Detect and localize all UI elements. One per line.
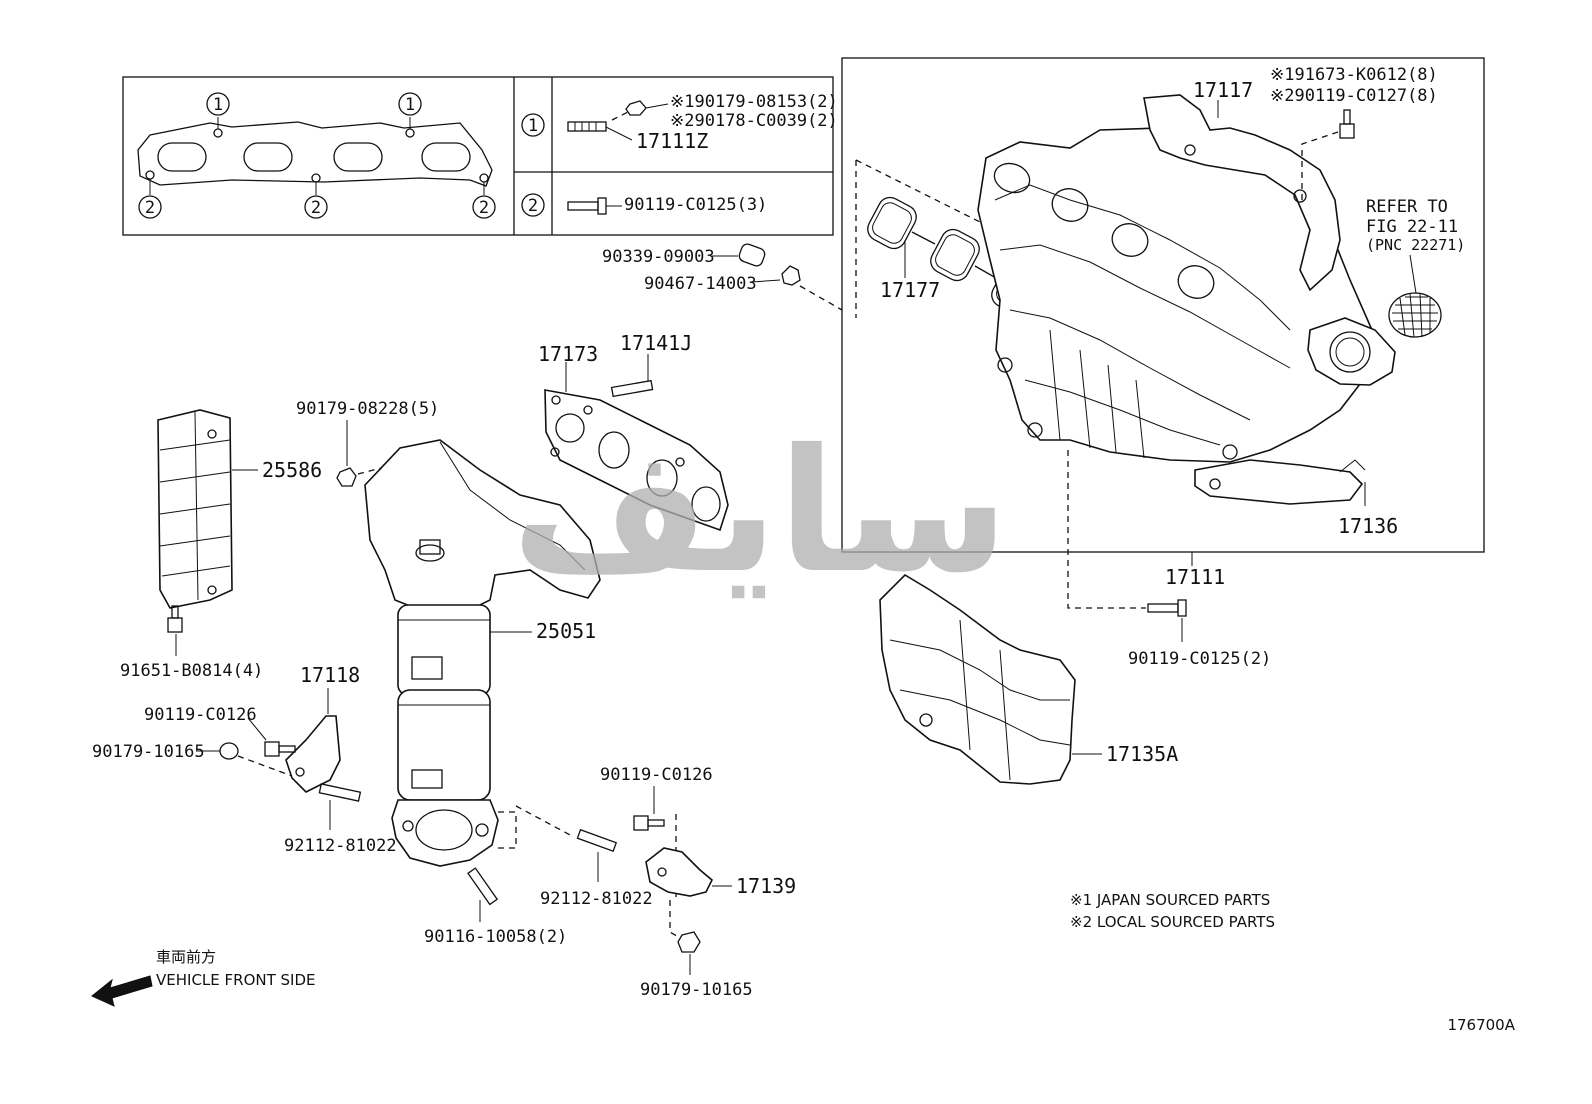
- callout-circle-2-c: 2: [472, 195, 496, 219]
- label-17117: 17117: [1193, 78, 1253, 102]
- stud-90116-icon: [467, 867, 499, 906]
- inset-row-1-circle: 1: [521, 113, 545, 137]
- nut-90179-08228-icon: [336, 467, 357, 487]
- label-17111z: 17111Z: [636, 129, 708, 153]
- label-90119-c0127: ※290119-C0127(8): [1270, 86, 1438, 106]
- inset-row-2-circle: 2: [521, 193, 545, 217]
- nut-90179-10165-right-icon: [677, 931, 701, 953]
- throttle-flange: [1307, 317, 1396, 386]
- label-90116-10058: 90116-10058(2): [424, 927, 567, 947]
- label-92112-81022-left: 92112-81022: [284, 836, 397, 856]
- direction-label-jp: 車両前方: [156, 948, 216, 966]
- svg-text:1: 1: [213, 95, 223, 115]
- label-17177: 17177: [880, 278, 940, 302]
- watermark-logo: سايف: [511, 413, 1008, 611]
- label-17173: 17173: [538, 342, 598, 366]
- label-92112-81022-right: 92112-81022: [540, 889, 653, 909]
- gasket-outline: [137, 117, 493, 195]
- note-japan-sourced: ※1 JAPAN SOURCED PARTS: [1070, 891, 1270, 909]
- bolt-90119-c0126-left-icon: [264, 741, 296, 757]
- stud-bolt-icon: [567, 121, 633, 141]
- svg-text:1: 1: [528, 116, 538, 136]
- label-90179-08153: ※190179-08153(2): [670, 92, 838, 112]
- label-90467-14003: 90467-14003: [644, 274, 757, 294]
- label-17118: 17118: [300, 663, 360, 687]
- manifold-bracket-17136: [1194, 459, 1366, 505]
- bracket-17118: [285, 715, 341, 793]
- label-91673-k0612: ※191673-K0612(8): [1270, 65, 1438, 85]
- figure-id: 176700A: [1447, 1016, 1515, 1034]
- stud-92112-left-icon: [318, 783, 362, 802]
- label-90178-c0039: ※290178-C0039(2): [670, 111, 838, 131]
- callout-circle-1-right: 1: [398, 92, 422, 116]
- intake-manifold-17111: [977, 127, 1391, 463]
- label-90179-08228: 90179-08228(5): [296, 399, 439, 419]
- bracket-17139: [645, 847, 713, 897]
- bolt-90119-c0125-2-icon: [1147, 599, 1187, 617]
- exhaust-manifold-25051: [364, 439, 601, 867]
- heat-shield-25586: [157, 409, 233, 609]
- bolt-icon: [567, 197, 622, 215]
- manifold-bracket-17117: [1143, 94, 1341, 292]
- callout-circle-2-b: 2: [304, 195, 328, 219]
- callout-circle-1-left: 1: [206, 92, 230, 116]
- label-90119-c0125-3: 90119-C0125(3): [624, 195, 767, 215]
- label-90119-c0126-right: 90119-C0126: [600, 765, 713, 785]
- label-17139: 17139: [736, 874, 796, 898]
- front-arrow-icon: [91, 975, 153, 1007]
- bolt-90119-c0126-right-icon: [633, 815, 665, 831]
- label-17136: 17136: [1338, 514, 1398, 538]
- intake-manifold-box: 17177: [841, 57, 1485, 553]
- bolt-91651-icon: [167, 605, 183, 633]
- label-25586: 25586: [262, 458, 322, 482]
- svg-text:2: 2: [479, 198, 489, 218]
- insulator-17135a: [879, 573, 1076, 785]
- label-90179-10165-right: 90179-10165: [640, 980, 753, 1000]
- label-90339-09003: 90339-09003: [602, 247, 715, 267]
- label-25051: 25051: [536, 619, 596, 643]
- nut-icon: [611, 100, 669, 121]
- callout-circle-2-a: 2: [138, 195, 162, 219]
- label-refer-fig: FIG 22-11: [1366, 217, 1458, 237]
- nut-90179-10165-left-icon: [219, 742, 239, 760]
- svg-text:2: 2: [528, 196, 538, 216]
- label-90179-10165-left: 90179-10165: [92, 742, 205, 762]
- gasket-inset-box: 1 1 2 2 2 1 2: [122, 76, 838, 236]
- label-refer-to: REFER TO: [1366, 197, 1448, 217]
- label-17135a: 17135A: [1106, 742, 1178, 766]
- svg-text:2: 2: [145, 198, 155, 218]
- stud-17141j-icon: [610, 379, 654, 398]
- svg-text:1: 1: [405, 95, 415, 115]
- label-17141j: 17141J: [620, 331, 692, 355]
- label-refer-pnc: (PNC 22271): [1366, 236, 1465, 254]
- note-local-sourced: ※2 LOCAL SOURCED PARTS: [1070, 913, 1275, 931]
- label-90119-c0126-left: 90119-C0126: [144, 705, 257, 725]
- hose-90339-icon: [738, 243, 766, 267]
- svg-text:2: 2: [311, 198, 321, 218]
- label-90119-c0125-2: 90119-C0125(2): [1128, 649, 1271, 669]
- label-91651-b0814: 91651-B0814(4): [120, 661, 263, 681]
- label-17111: 17111: [1165, 565, 1225, 589]
- stud-92112-right-icon: [576, 828, 618, 853]
- clamp-90467-icon: [781, 265, 801, 286]
- bolt-91673-icon: [1339, 109, 1355, 139]
- throttle-gasket-icon: [1388, 292, 1442, 338]
- exhaust-gasket-17173: [544, 389, 729, 532]
- direction-label-en: VEHICLE FRONT SIDE: [156, 971, 316, 989]
